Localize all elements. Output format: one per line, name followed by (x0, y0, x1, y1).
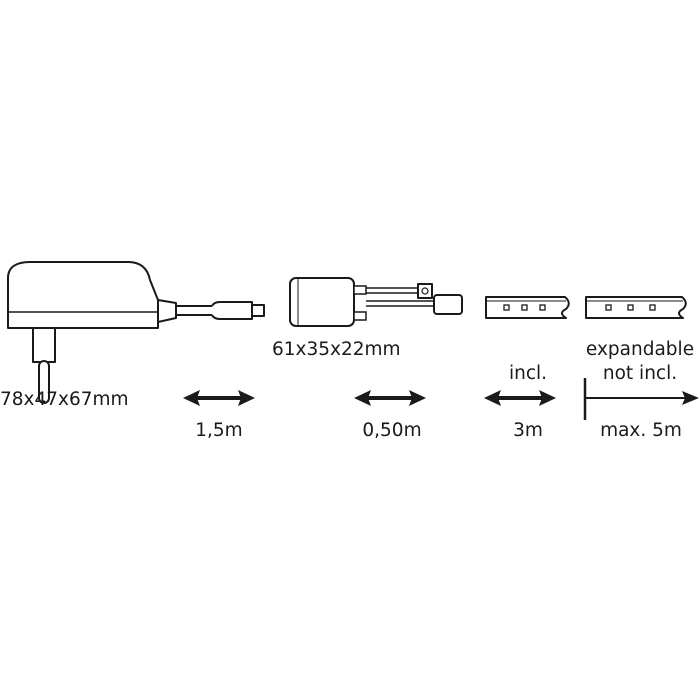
max-length-arrow-icon (583, 378, 699, 420)
adapter-cable-length: 1,5m (195, 420, 242, 441)
strip-expansion-note-line2: not incl. (603, 363, 677, 384)
controller-box-icon (289, 277, 463, 327)
double-arrow-icon (181, 388, 257, 408)
led-strip-icon (585, 296, 687, 319)
controller-dimensions: 61x35x22mm (272, 339, 401, 360)
double-arrow-icon (482, 388, 558, 408)
plug-pin (32, 327, 56, 404)
strip-included-note: incl. (509, 363, 547, 384)
strip-expansion-note-line1: expandable (586, 339, 694, 360)
strip-included-length: 3m (513, 420, 543, 441)
controller-cable-length: 0,50m (362, 420, 421, 441)
double-arrow-icon (352, 388, 428, 408)
strip-expansion-length: max. 5m (600, 420, 682, 441)
power-adapter-icon (7, 261, 265, 404)
adapter-dimensions: 78x47x67mm (0, 389, 129, 410)
led-strip-icon (485, 296, 570, 319)
